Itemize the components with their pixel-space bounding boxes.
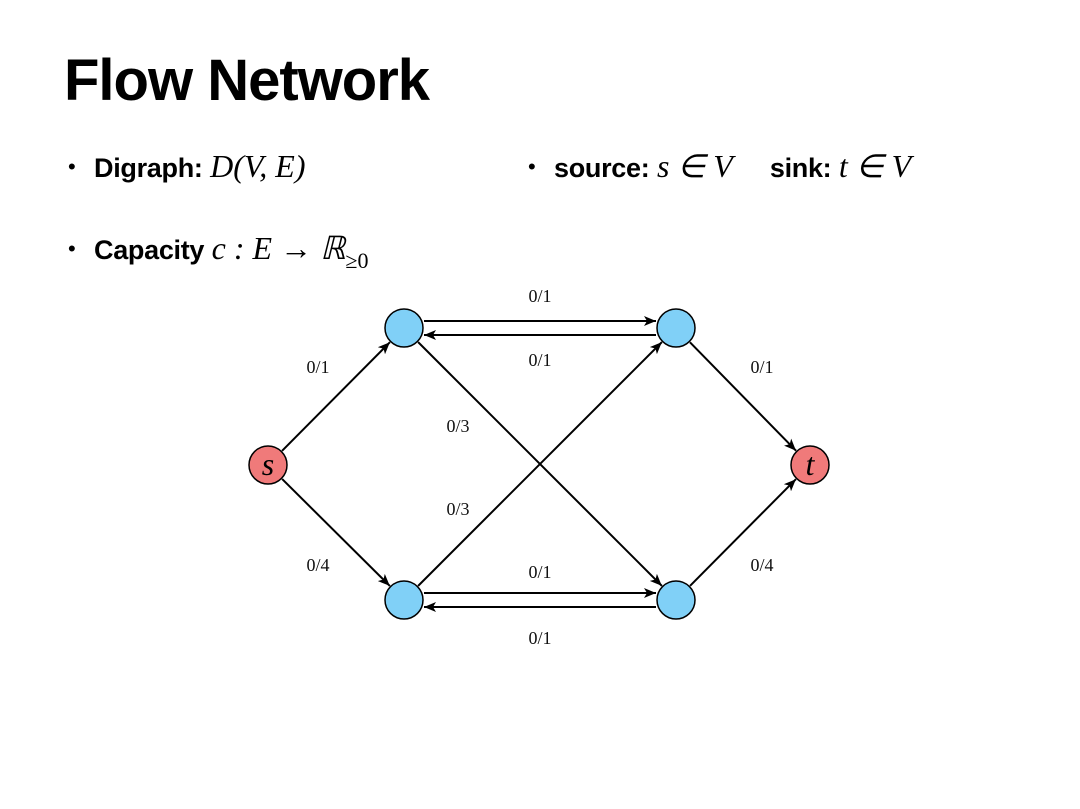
- node-c: [384, 580, 424, 620]
- sink-label: sink:: [769, 153, 832, 183]
- node-circle-b: [656, 308, 696, 348]
- sink-math: t ∈ V: [838, 148, 912, 184]
- node-t: t: [790, 445, 830, 485]
- node-circle-t: [790, 445, 830, 485]
- edge-c-b: [417, 341, 663, 587]
- node-circle-s: [248, 445, 288, 485]
- digraph-math: D(V, E): [210, 148, 306, 184]
- bullet-digraph: • Digraph: D(V, E): [68, 150, 306, 182]
- node-circle-a: [384, 308, 424, 348]
- edge-label-s-c: 0/4: [306, 555, 329, 575]
- edge-s-a: [281, 341, 391, 452]
- node-label-t: t: [806, 446, 816, 482]
- bullet-capacity: • Capacity c : E → ℝ≥0: [68, 230, 369, 272]
- node-d: [656, 580, 696, 620]
- edge-label-b-a: 0/1: [528, 350, 551, 370]
- edge-label-b-t: 0/1: [750, 357, 773, 377]
- edge-label-s-a: 0/1: [306, 357, 329, 377]
- capacity-label: Capacity: [94, 235, 205, 265]
- capacity-subscript: ≥0: [345, 248, 369, 273]
- source-label: source:: [554, 153, 650, 183]
- node-a: [384, 308, 424, 348]
- edge-s-c: [281, 478, 391, 587]
- bullet-dot: •: [68, 154, 76, 179]
- edges-layer: [281, 316, 797, 612]
- node-circle-c: [384, 580, 424, 620]
- node-label-s: s: [262, 446, 274, 482]
- edge-labels-layer: 0/1 0/4 0/1 0/1 0/3 0/3 0/1 0/1 0/1 0/4: [306, 286, 773, 648]
- node-b: [656, 308, 696, 348]
- edge-label-c-b: 0/3: [446, 499, 469, 519]
- page-title: Flow Network: [64, 48, 430, 113]
- edge-label-a-b: 0/1: [528, 286, 551, 306]
- source-math: s ∈ V: [656, 148, 733, 184]
- edge-label-d-t: 0/4: [750, 555, 773, 575]
- capacity-math: c : E → ℝ≥0: [211, 230, 369, 272]
- bullet-source-sink: • source: s ∈ V sink: t ∈ V: [528, 150, 911, 182]
- edge-label-c-d: 0/1: [528, 562, 551, 582]
- node-s: s: [248, 445, 288, 485]
- edge-label-a-d: 0/3: [446, 416, 469, 436]
- bullet-dot: •: [528, 154, 536, 179]
- node-circle-d: [656, 580, 696, 620]
- digraph-label: Digraph:: [94, 153, 203, 183]
- edge-label-d-c: 0/1: [528, 628, 551, 648]
- edge-b-t: [689, 341, 797, 452]
- bullet-dot: •: [68, 236, 76, 261]
- edge-d-t: [689, 478, 797, 587]
- capacity-expression: c : E → ℝ: [211, 230, 346, 266]
